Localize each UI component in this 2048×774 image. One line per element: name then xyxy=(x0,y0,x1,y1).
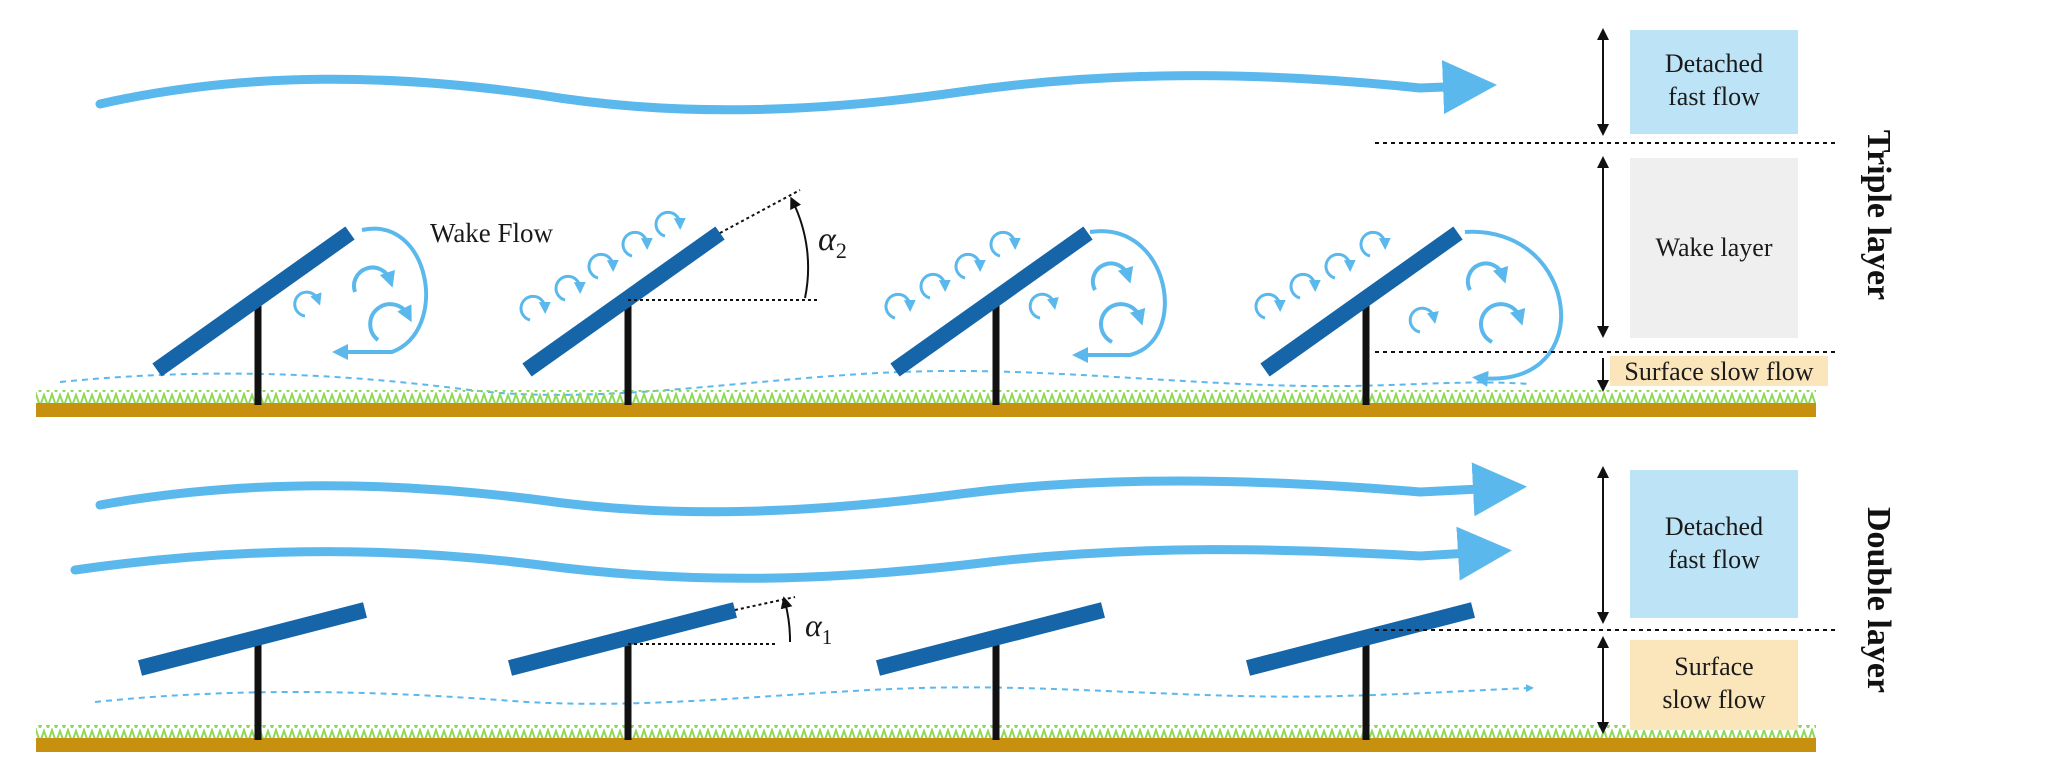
alpha1-symbol: α xyxy=(805,607,823,643)
surface-slow-flow-box-bottom xyxy=(1630,640,1798,730)
svg-text:α2: α2 xyxy=(818,221,847,263)
wake-vortices-1 xyxy=(293,226,428,360)
pv-panel-1 xyxy=(152,226,355,405)
pv-panel-b2 xyxy=(508,602,737,740)
surface-slow-flow-box xyxy=(1610,356,1828,386)
double-layer-label: Double layer xyxy=(1860,507,1897,693)
tilt-angle-alpha1: α1 xyxy=(628,596,832,649)
detached-flow-arrow-upper xyxy=(95,462,1527,517)
tilt-angle-alpha2: α2 xyxy=(628,189,847,301)
surface-bottom-line1: Surface xyxy=(1674,652,1753,681)
ground-bar-bottom xyxy=(36,738,1816,752)
alpha2-subscript: 2 xyxy=(836,238,847,263)
pv-panel-4 xyxy=(1260,226,1463,405)
wake-flow-label: Wake Flow xyxy=(430,218,554,248)
bottom-panel: α1 Detached fast flow Surface slow flow … xyxy=(36,462,1897,752)
detached-flow-arrow xyxy=(95,60,1497,115)
surface-slow-flow-dotted xyxy=(59,369,1531,396)
grass-strip-bottom xyxy=(36,725,1816,739)
top-panel: Wake Flow α2 xyxy=(36,28,1897,417)
pv-panel-b4 xyxy=(1246,602,1475,740)
triple-layer-label: Triple layer xyxy=(1860,130,1897,300)
detached-fast-flow-box xyxy=(1630,30,1798,134)
svg-text:α1: α1 xyxy=(805,607,832,649)
wake-layer-box xyxy=(1630,158,1798,338)
grass-strip xyxy=(36,390,1816,404)
alpha2-symbol: α xyxy=(818,221,837,258)
detached-bottom-line2: fast flow xyxy=(1668,545,1760,574)
pv-panel-b1 xyxy=(138,602,367,740)
detached-label-line1: Detached xyxy=(1665,49,1763,78)
surface-slow-flow-dotted-bottom xyxy=(94,684,1534,705)
ground-bar xyxy=(36,403,1816,417)
wake-vortices-3 xyxy=(884,229,1167,363)
pv-panel-3 xyxy=(890,226,1093,405)
pv-panel-2 xyxy=(522,226,725,405)
detached-label-line2: fast flow xyxy=(1668,82,1760,111)
surface-slow-label: Surface slow flow xyxy=(1624,357,1813,386)
surface-bottom-line2: slow flow xyxy=(1662,685,1766,714)
layer-legend-top: Detached fast flow Wake layer Surface sl… xyxy=(1375,28,1838,392)
wake-vortices-4 xyxy=(1254,229,1564,387)
detached-fast-flow-box-bottom xyxy=(1630,470,1798,618)
pv-panel-b3 xyxy=(876,602,1105,740)
surface-eddies-2 xyxy=(519,210,686,322)
wake-layer-label: Wake layer xyxy=(1656,233,1773,262)
detached-bottom-line1: Detached xyxy=(1665,512,1763,541)
alpha1-subscript: 1 xyxy=(822,625,833,649)
layer-legend-bottom: Detached fast flow Surface slow flow xyxy=(1375,466,1838,734)
detached-flow-arrow-lower xyxy=(70,526,1512,583)
